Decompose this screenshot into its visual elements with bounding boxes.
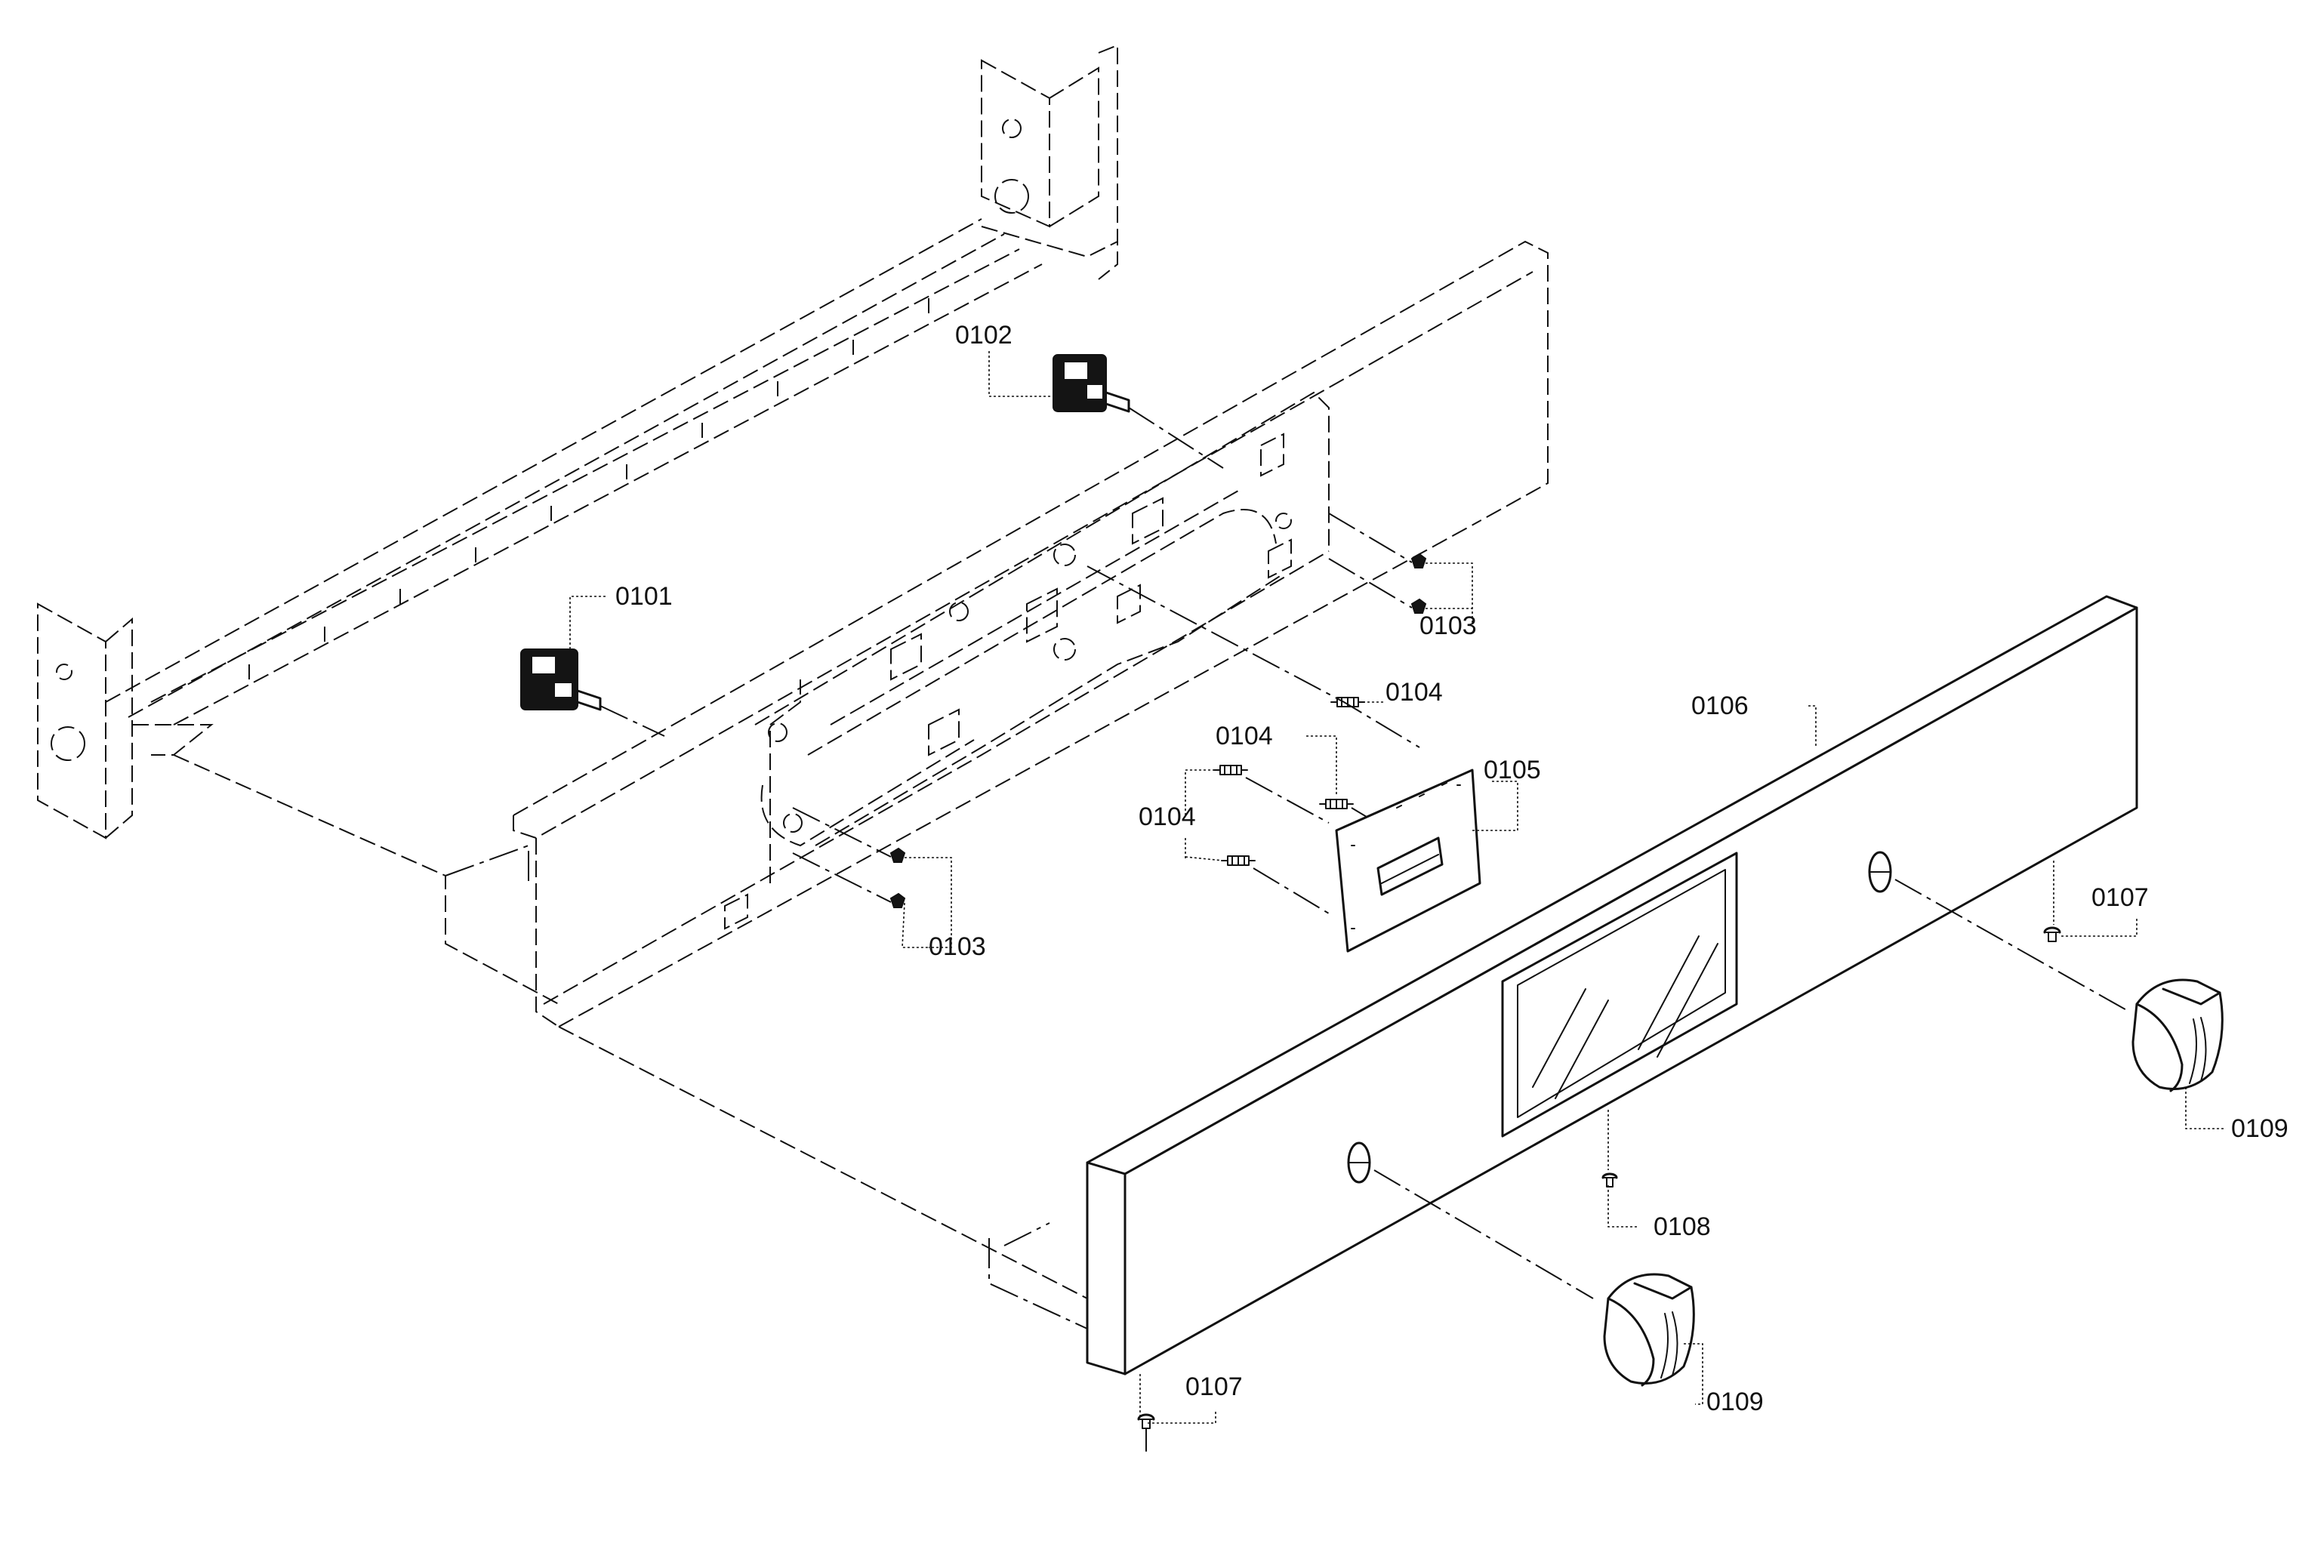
knob-0109-upper [2131, 978, 2224, 1092]
leader-lines [569, 351, 2224, 1424]
front-panel-0106 [1086, 595, 2138, 1375]
label-0103-lower: 0103 [929, 932, 986, 961]
label-0106: 0106 [1691, 692, 1749, 720]
label-0109-lower: 0109 [1706, 1388, 1764, 1416]
label-0107-right: 0107 [2091, 883, 2149, 912]
label-0104-top: 0104 [1385, 678, 1443, 707]
switch-0101 [520, 648, 665, 737]
screws-0107-0108 [1137, 926, 2061, 1452]
label-0102: 0102 [955, 321, 1013, 350]
switch-0102 [1053, 354, 1224, 469]
label-0105: 0105 [1484, 756, 1541, 784]
control-board-0105 [1335, 769, 1481, 953]
label-0104-left: 0104 [1139, 802, 1196, 831]
frame-rail [37, 44, 1118, 1005]
label-0109-upper: 0109 [2231, 1114, 2289, 1143]
label-0101: 0101 [615, 582, 673, 611]
label-0104-middle: 0104 [1216, 722, 1273, 750]
label-0107-lower: 0107 [1185, 1372, 1243, 1401]
screws-0103 [792, 513, 1427, 908]
label-0103-upper: 0103 [1419, 611, 1477, 640]
knob-0109-lower [1603, 1273, 1695, 1387]
label-0108: 0108 [1654, 1212, 1711, 1241]
